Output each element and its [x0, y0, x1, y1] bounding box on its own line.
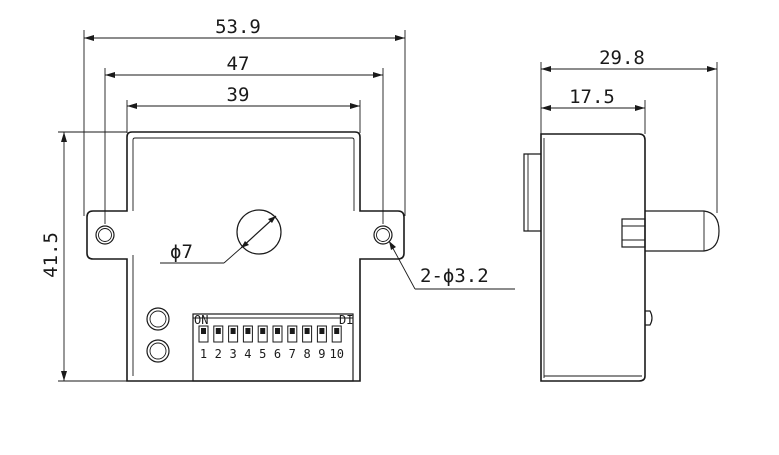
- housing-inner-outline: [132, 137, 355, 376]
- mount-hole-label: 2-ϕ3.2: [420, 265, 489, 287]
- mount-hole-callout: 2-ϕ3.2: [388, 240, 515, 290]
- dip-switch-position-label: 7: [289, 347, 296, 361]
- sensor-lens: ϕ7: [160, 209, 282, 264]
- dim-body-width: 39: [126, 84, 361, 133]
- dim-overall-height-text: 41.5: [40, 232, 62, 278]
- dip-switch-key: [242, 325, 253, 343]
- mount-hole-right: [373, 225, 393, 245]
- dip-switch-key: [272, 325, 283, 343]
- dip-switch-position-label: 4: [244, 347, 251, 361]
- dip-switch-position-label: 6: [274, 347, 281, 361]
- dip-switch-position-label: 2: [215, 347, 222, 361]
- dim-body-width-text: 39: [227, 84, 250, 106]
- dip-switch-knob: [334, 328, 340, 334]
- dip-switch-knob: [201, 328, 206, 334]
- dip-switch-key: [257, 325, 268, 343]
- dim-hole-spacing: 47: [104, 53, 384, 224]
- dip-switch-position-label: 10: [329, 347, 343, 361]
- dip-switch-knob: [275, 328, 280, 334]
- dip-switch-position-label: 5: [259, 347, 266, 361]
- dip-switch-knob: [215, 328, 221, 334]
- dip-on-label: ON: [194, 313, 208, 327]
- dip-switch-knob: [260, 328, 266, 334]
- dip-switch-knob: [319, 328, 325, 334]
- side-body: [540, 133, 646, 382]
- dip-di-label: DI: [339, 313, 353, 327]
- dim-side-body-depth-text: 17.5: [569, 86, 615, 108]
- dip-switch-position-label: 9: [318, 347, 325, 361]
- dim-overall-height: 41.5: [40, 131, 127, 382]
- dip-switch-knob: [230, 328, 236, 334]
- dip-switch-knob: [245, 328, 251, 334]
- button-upper: [146, 307, 170, 331]
- dip-switch-position-label: 8: [303, 347, 310, 361]
- dip-switch-knob: [289, 328, 295, 334]
- dip-switch-key: [213, 325, 224, 343]
- dim-side-overall-depth-text: 29.8: [599, 47, 645, 69]
- dim-side-body-depth: 17.5: [541, 86, 646, 134]
- dip-switch-key: [198, 325, 209, 343]
- dim-overall-width: 53.9: [83, 16, 406, 216]
- dip-switch-key: [316, 325, 327, 343]
- dip-switch-knob: [304, 328, 310, 334]
- dip-switch-key: [287, 325, 298, 343]
- side-bracket: [523, 153, 541, 232]
- mount-hole-left: [95, 225, 115, 245]
- side-button-nub: [645, 310, 653, 326]
- dip-switch-position-label: 1: [200, 347, 207, 361]
- dip-switch-key: [331, 325, 342, 343]
- front-view: 53.9 47 39 41.5: [40, 16, 515, 382]
- side-lens-assembly: [621, 210, 720, 252]
- dim-side-overall-depth: 29.8: [540, 47, 718, 213]
- lens-diameter-label: ϕ7: [170, 241, 193, 263]
- side-view: 29.8 17.5: [523, 47, 720, 382]
- dip-switch-position-label: 3: [229, 347, 236, 361]
- button-lower: [146, 339, 170, 363]
- dim-overall-width-text: 53.9: [215, 16, 261, 38]
- dip-switch-key: [302, 325, 313, 343]
- housing-outline: [86, 131, 405, 382]
- dim-hole-spacing-text: 47: [227, 53, 250, 75]
- dip-switch-key: [228, 325, 239, 343]
